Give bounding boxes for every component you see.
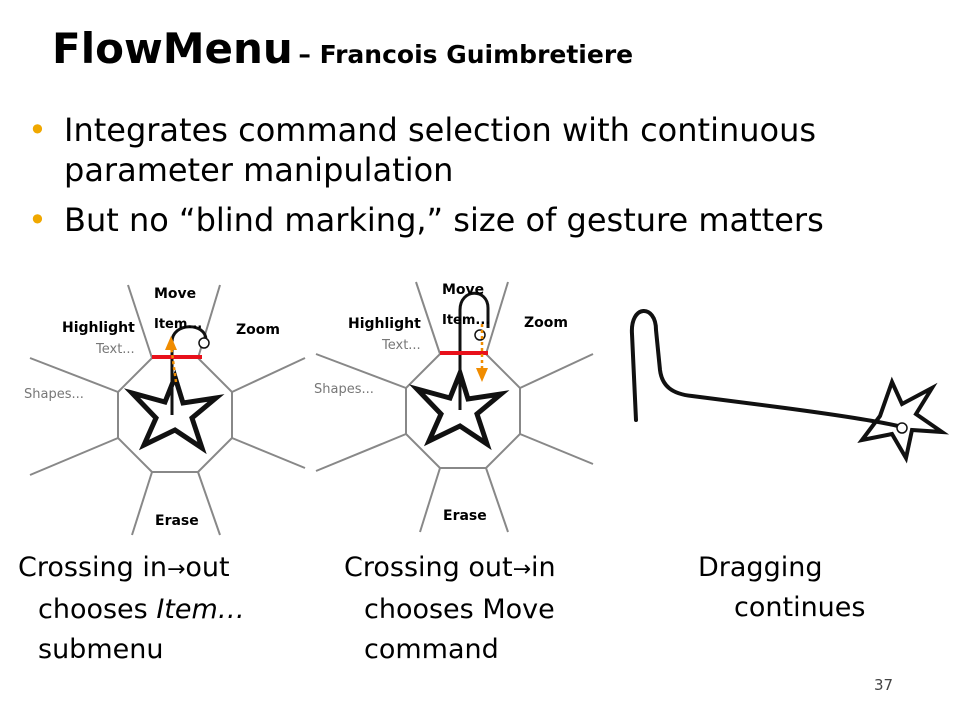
menu-label-highlight: Highlight: [62, 320, 135, 336]
caption-line: command: [364, 634, 499, 665]
flowmenu-figure-dragging: [610, 290, 955, 494]
page-number: 37: [874, 676, 894, 694]
menu-label-shapes: Shapes...: [24, 387, 84, 402]
caption-line: chooses Move: [364, 594, 555, 625]
menu-label-item: Item...: [154, 317, 202, 332]
caption-dragging: Dragging continues: [698, 548, 865, 628]
caption-crossing-out-in: Crossing out→in chooses Move command: [344, 548, 556, 670]
caption-line: continues: [734, 592, 866, 623]
star-shape: [857, 376, 950, 464]
right-arrow-icon: →: [166, 557, 186, 582]
menu-label-shapes: Shapes...: [314, 382, 374, 397]
menu-label-item: Item...: [442, 313, 490, 328]
flowmenu-figure-crossing-out-in: Move Item... Highlight Text... Zoom Shap…: [310, 280, 600, 544]
flowmenu-figure-crossing-in-out: Move Item... Highlight Text... Zoom Shap…: [20, 280, 310, 544]
right-arrow-icon: →: [512, 557, 532, 582]
bullet-text: But no “blind marking,” size of gesture …: [64, 201, 824, 239]
bullet-list: • Integrates command selection with cont…: [28, 110, 948, 250]
star-shape: [123, 369, 225, 455]
menu-label-move: Move: [154, 286, 196, 302]
menu-label-zoom: Zoom: [236, 322, 280, 338]
bullet-item: • Integrates command selection with cont…: [28, 110, 948, 190]
caption-line: Crossing in→out: [18, 552, 230, 583]
caption-crossing-in-out: Crossing in→out chooses Item… submenu: [18, 548, 245, 670]
title-main: FlowMenu: [52, 24, 293, 73]
menu-label-zoom: Zoom: [524, 315, 568, 331]
bullet-item: • But no “blind marking,” size of gestur…: [28, 200, 948, 240]
slide-title: FlowMenu – Francois Guimbretiere: [52, 24, 633, 73]
caption-line: Crossing out→in: [344, 552, 556, 583]
caption-line: submenu: [38, 634, 164, 665]
menu-label-text: Text...: [381, 338, 421, 353]
star-shape: [408, 365, 510, 451]
menu-label-erase: Erase: [443, 508, 487, 524]
bullet-dot-icon: •: [28, 111, 47, 149]
menu-label-erase: Erase: [155, 513, 199, 529]
caption-line: chooses Item…: [38, 594, 245, 625]
menu-label-highlight: Highlight: [348, 316, 421, 332]
menu-label-text: Text...: [95, 342, 135, 357]
menu-label-move: Move: [442, 282, 484, 298]
title-subtitle: – Francois Guimbretiere: [298, 40, 634, 69]
bullet-dot-icon: •: [28, 201, 47, 239]
bullet-text: Integrates command selection with contin…: [64, 111, 817, 189]
caption-line: Dragging: [698, 552, 823, 583]
